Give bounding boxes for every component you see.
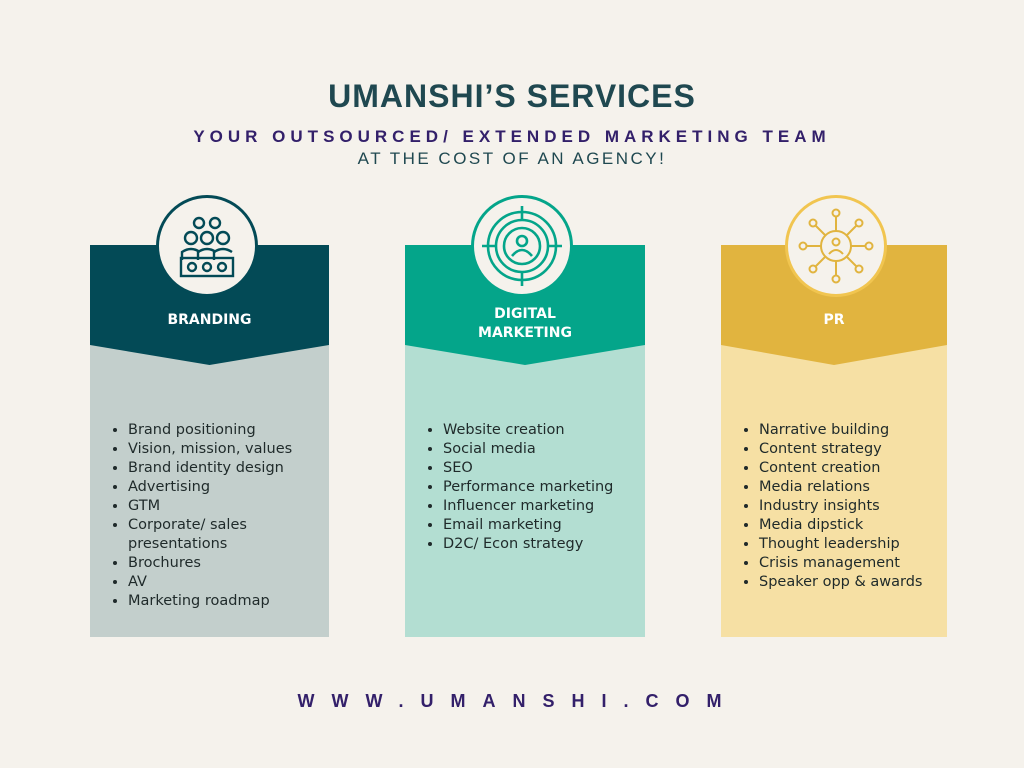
card-title: PR	[823, 312, 845, 328]
list-item: Content creation	[759, 459, 923, 478]
list-item: Performance marketing	[443, 478, 613, 497]
network-icon	[785, 195, 887, 297]
service-list: Website creation Social media SEO Perfor…	[423, 421, 613, 554]
list-item: Brand positioning	[128, 421, 292, 440]
list-item: D2C/ Econ strategy	[443, 535, 613, 554]
service-list: Brand positioning Vision, mission, value…	[108, 421, 292, 611]
page-title: UMANSHI’S SERVICES	[328, 78, 696, 114]
list-item: Crisis management	[759, 554, 923, 573]
list-item: Vision, mission, values	[128, 440, 292, 459]
list-item: Advertising	[128, 478, 292, 497]
list-item: Social media	[443, 440, 613, 459]
list-item: Website creation	[443, 421, 613, 440]
list-item: AV	[128, 573, 292, 592]
card-title: BRANDING	[167, 312, 252, 328]
list-item: SEO	[443, 459, 613, 478]
list-item: Influencer marketing	[443, 497, 613, 516]
list-item: Corporate/ sales presentations	[128, 516, 278, 554]
list-item: Marketing roadmap	[128, 592, 292, 611]
website-url: WWW.UMANSHI.COM	[297, 691, 739, 711]
list-item: GTM	[128, 497, 292, 516]
card-branding: BRANDING Brand positioning Vision, missi…	[90, 195, 329, 637]
list-item: Media dipstick	[759, 516, 923, 535]
list-item: Thought leadership	[759, 535, 923, 554]
list-item: Speaker opp & awards	[759, 573, 923, 592]
target-user-icon	[471, 195, 573, 297]
service-list: Narrative building Content strategy Cont…	[739, 421, 923, 592]
team-icon	[156, 195, 258, 297]
list-item: Content strategy	[759, 440, 923, 459]
list-item: Brochures	[128, 554, 292, 573]
list-item: Brand identity design	[128, 459, 292, 478]
list-item: Email marketing	[443, 516, 613, 535]
list-item: Industry insights	[759, 497, 923, 516]
subtitle: YOUR OUTSOURCED/ EXTENDED MARKETING TEAM	[193, 127, 831, 146]
list-item: Narrative building	[759, 421, 923, 440]
list-item: Media relations	[759, 478, 923, 497]
card-pr: PR Narrative building Content strategy C…	[721, 195, 947, 637]
subtitle-tagline: AT THE COST OF AN AGENCY!	[357, 149, 667, 168]
